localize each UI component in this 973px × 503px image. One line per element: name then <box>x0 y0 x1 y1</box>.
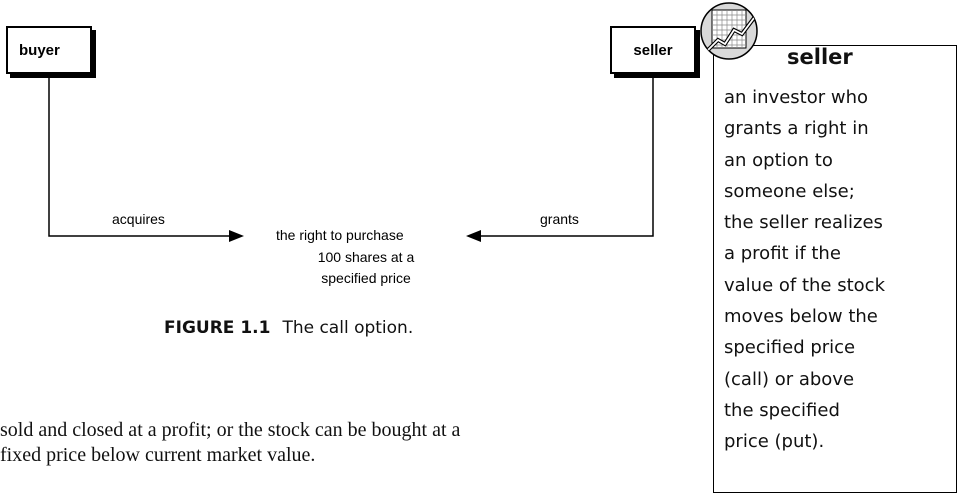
body-text-line-2: fixed price below current market value. <box>0 444 316 466</box>
definition-sidebar <box>713 45 957 493</box>
definition-line: value of the stock <box>724 274 885 296</box>
figure-caption-text: The call option. <box>282 318 414 338</box>
definition-line: specified price <box>724 337 856 359</box>
seller-box: seller <box>610 26 696 74</box>
definition-line: an investor who <box>724 87 869 108</box>
seller-connector <box>481 76 654 237</box>
definition-line: a profit if the <box>724 243 841 265</box>
definition-line: grants a right in <box>724 118 869 140</box>
figure-number: FIGURE 1.1 <box>164 318 271 338</box>
definition-line: an option to <box>724 149 833 171</box>
buyer-box: buyer <box>6 26 92 74</box>
seller-label: seller <box>633 41 673 59</box>
sidebar-definition: an investor who grants a right in an opt… <box>724 82 952 458</box>
body-text-line-1: sold and closed at a profit; or the stoc… <box>0 419 461 441</box>
left-arrowhead <box>466 230 481 242</box>
definition-line: moves below the <box>724 306 878 328</box>
figure-caption: FIGURE 1.1 The call option. <box>164 318 413 338</box>
buyer-label: buyer <box>19 41 60 59</box>
definition-line: (call) or above <box>724 368 855 390</box>
chart-grid-icon <box>700 2 758 60</box>
right-text-line-2: 100 shares at a <box>317 249 415 265</box>
sidebar-term: seller <box>787 45 853 69</box>
buyer-connector <box>48 76 229 237</box>
acquires-label: acquires <box>112 211 165 227</box>
right-text-line-3: specified price <box>321 270 411 286</box>
definition-line: the seller realizes <box>724 212 883 234</box>
definition-line: price (put). <box>724 431 825 453</box>
definition-line: someone else; <box>724 180 855 202</box>
right-arrowhead <box>229 230 244 242</box>
grants-label: grants <box>540 211 579 227</box>
definition-line: the specified <box>724 399 840 421</box>
right-text-line-1: the right to purchase <box>276 227 404 243</box>
